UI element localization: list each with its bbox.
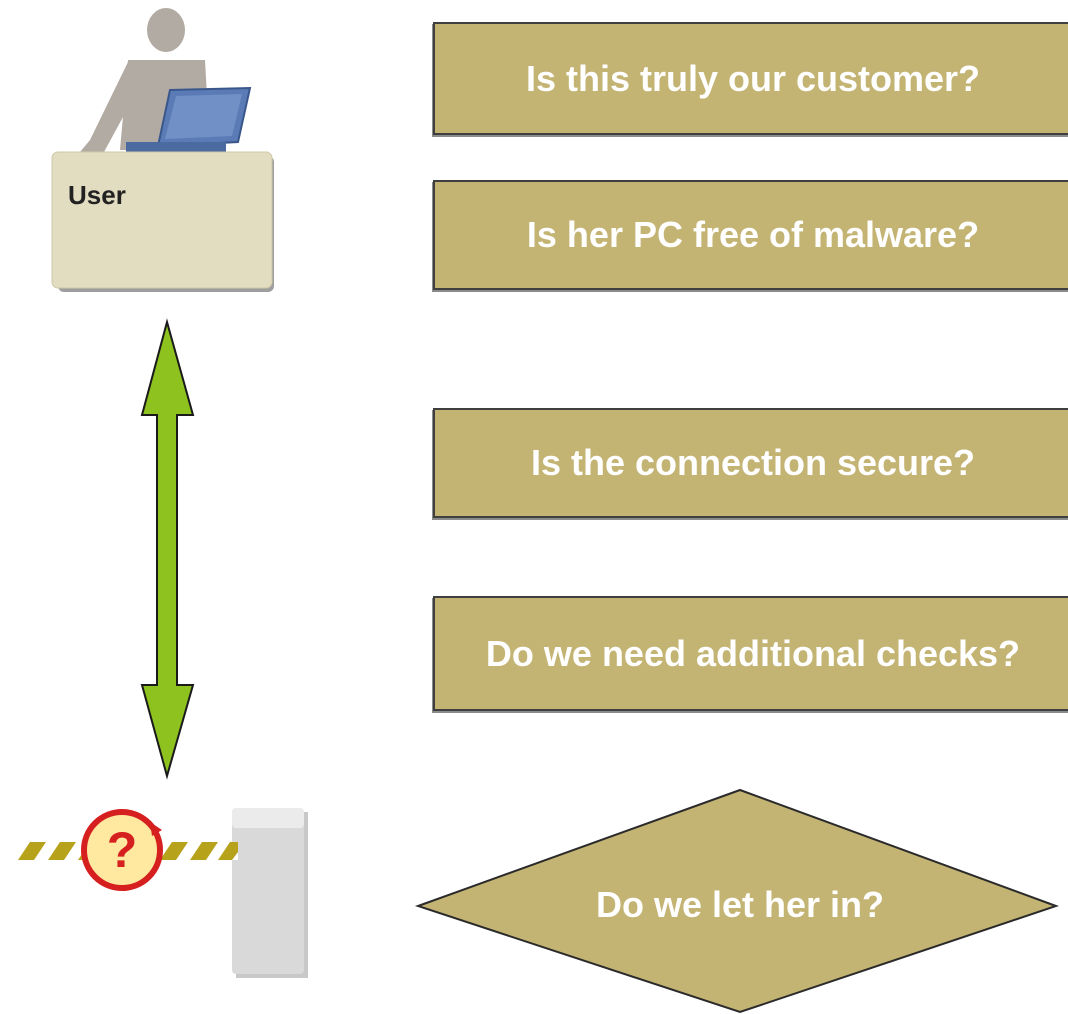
decision-diamond: [414, 788, 1060, 1014]
gate-question-circle: [81, 809, 163, 891]
question-text: Is the connection secure?: [530, 442, 976, 483]
decision-text: Do we let her in?: [595, 884, 885, 925]
double-headed-arrow-icon: [140, 318, 195, 780]
user-at-desk-icon: [51, 8, 274, 292]
question-box-connection: Is the connection secure?: [433, 408, 1068, 518]
arrow-shape: [140, 318, 195, 780]
user-label: User: [68, 180, 126, 210]
user-arm: [80, 62, 135, 152]
access-barrier-icon: [18, 808, 308, 978]
question-box-customer: Is this truly our customer?: [433, 22, 1068, 135]
user-desk: [51, 151, 273, 289]
question-text: Is her PC free of malware?: [526, 214, 980, 255]
user-head: [147, 8, 185, 52]
question-box-additional-checks: Do we need additional checks?: [433, 596, 1068, 711]
question-text: Do we need additional checks?: [485, 632, 1021, 674]
question-text: Is this truly our customer?: [525, 57, 981, 99]
gate-question-mark: ?: [106, 822, 138, 878]
gate-post: [232, 808, 304, 974]
question-box-malware: Is her PC free of malware?: [433, 180, 1068, 290]
laptop-base: [126, 142, 226, 152]
